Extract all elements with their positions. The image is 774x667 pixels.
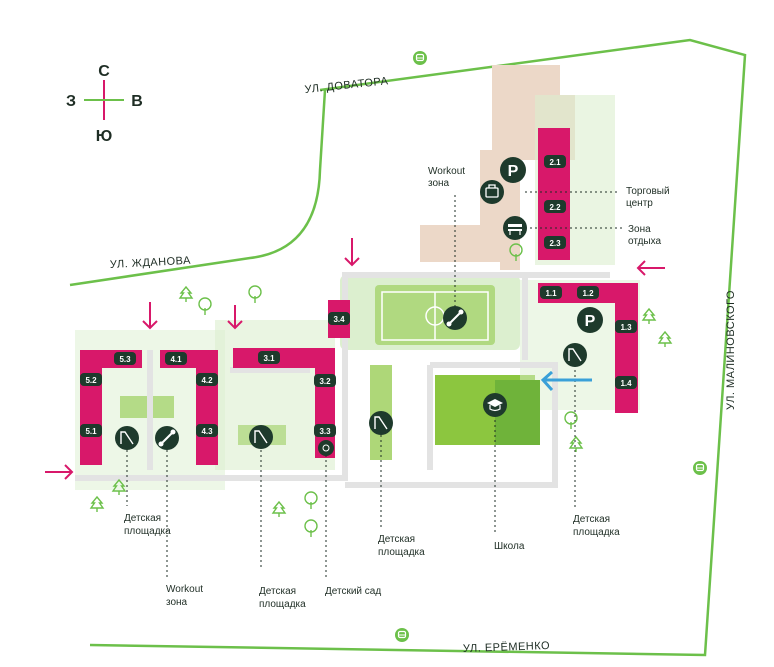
svg-text:P: P — [585, 313, 596, 330]
label-playground-a: Детская — [124, 513, 161, 524]
svg-text:площадка: площадка — [124, 526, 171, 537]
label-trade-center: Торговый — [626, 186, 670, 197]
svg-text:площадка: площадка — [259, 599, 306, 610]
svg-text:5.1: 5.1 — [85, 427, 97, 436]
svg-text:5.3: 5.3 — [119, 355, 131, 364]
shopping-bag-icon[interactable] — [480, 180, 504, 204]
building-badge-1-2: 1.2 — [577, 286, 599, 299]
inner-paths — [75, 272, 610, 488]
building-badge-5-3: 5.3 — [114, 352, 136, 365]
label-school: Школа — [494, 541, 525, 552]
building-badge-4-3: 4.3 — [196, 424, 218, 437]
svg-text:4.2: 4.2 — [201, 376, 213, 385]
bench-icon[interactable] — [503, 216, 527, 240]
svg-text:1.1: 1.1 — [545, 289, 557, 298]
svg-text:3.3: 3.3 — [319, 427, 331, 436]
building-badge-3-3: 3.3 — [314, 424, 336, 437]
label-rest-zone: Зона — [628, 224, 651, 235]
building-badge-1-4: 1.4 — [615, 376, 637, 389]
label-kindergarten: Детский сад — [325, 586, 381, 597]
poi-icons: P P — [115, 157, 603, 456]
parking-icon[interactable]: P — [500, 157, 526, 183]
building-badge-4-2: 4.2 — [196, 373, 218, 386]
school-entry-arrow — [540, 370, 592, 392]
compass-west: З — [66, 93, 76, 110]
svg-text:зона: зона — [428, 178, 450, 189]
slide-icon[interactable] — [369, 411, 393, 435]
street-dovatora: УЛ. ДОВАТОРА — [304, 75, 389, 96]
building-badge-4-1: 4.1 — [165, 352, 187, 365]
parking-icon[interactable]: P — [577, 307, 603, 333]
svg-text:1.4: 1.4 — [620, 379, 632, 388]
svg-text:5.2: 5.2 — [85, 376, 97, 385]
dumbbell-icon[interactable] — [443, 306, 467, 330]
svg-text:центр: центр — [626, 198, 653, 209]
svg-text:площадка: площадка — [378, 547, 425, 558]
label-workout-top: Workout — [428, 166, 465, 177]
school-cap-icon[interactable] — [483, 393, 507, 417]
outer-roads — [69, 38, 747, 657]
poi-labels: Workout зона Торговый центр Зона отдыха … — [124, 166, 670, 610]
svg-text:1.2: 1.2 — [582, 289, 594, 298]
label-playground-c: Детская — [378, 534, 415, 545]
building-badge-3-2: 3.2 — [314, 374, 336, 387]
label-workout-bottom: Workout — [166, 584, 203, 595]
svg-text:4.1: 4.1 — [170, 355, 182, 364]
slide-icon[interactable] — [563, 343, 587, 367]
building-badge-5-2: 5.2 — [80, 373, 102, 386]
entry-arrows — [45, 238, 665, 480]
svg-text:3.2: 3.2 — [319, 377, 331, 386]
label-playground-b: Детская — [259, 586, 296, 597]
street-eremenko: УЛ. ЕРЁМЕНКО — [463, 640, 551, 655]
building-badge-1-1: 1.1 — [540, 286, 562, 299]
building-badge-2-2: 2.2 — [544, 200, 566, 213]
compass-south: Ю — [96, 128, 113, 145]
building-badge-3-1: 3.1 — [258, 351, 280, 364]
svg-text:3.1: 3.1 — [263, 354, 275, 363]
dumbbell-icon[interactable] — [155, 426, 179, 450]
building-badge-5-1: 5.1 — [80, 424, 102, 437]
building-badge-2-3: 2.3 — [544, 236, 566, 249]
kindergarten-icon[interactable] — [318, 440, 334, 456]
street-malinovskogo: УЛ. МАЛИНОВСКОГО — [725, 290, 737, 410]
svg-text:2.3: 2.3 — [549, 239, 561, 248]
svg-text:2.1: 2.1 — [549, 158, 561, 167]
building-badges: 5.3 4.1 5.2 4.2 5.1 4.3 3.1 3.2 3.3 3.4 … — [80, 155, 637, 437]
compass-east: В — [131, 93, 143, 110]
building-badge-1-3: 1.3 — [615, 320, 637, 333]
svg-text:P: P — [508, 163, 519, 180]
svg-text:3.4: 3.4 — [333, 315, 345, 324]
building-badge-3-4: 3.4 — [328, 312, 350, 325]
svg-text:4.3: 4.3 — [201, 427, 213, 436]
svg-text:зона: зона — [166, 597, 188, 608]
svg-text:2.2: 2.2 — [549, 203, 561, 212]
compass-rose: С Ю З В — [66, 63, 143, 145]
svg-text:1.3: 1.3 — [620, 323, 632, 332]
slide-icon[interactable] — [249, 425, 273, 449]
slide-icon[interactable] — [115, 426, 139, 450]
svg-text:отдыха: отдыха — [628, 236, 662, 247]
street-zhdanova: УЛ. ЖДАНОВА — [110, 255, 192, 271]
compass-north: С — [98, 63, 110, 80]
building-badge-2-1: 2.1 — [544, 155, 566, 168]
leader-lines — [126, 191, 622, 580]
label-playground-d: Детская — [573, 514, 610, 525]
svg-text:площадка: площадка — [573, 527, 620, 538]
